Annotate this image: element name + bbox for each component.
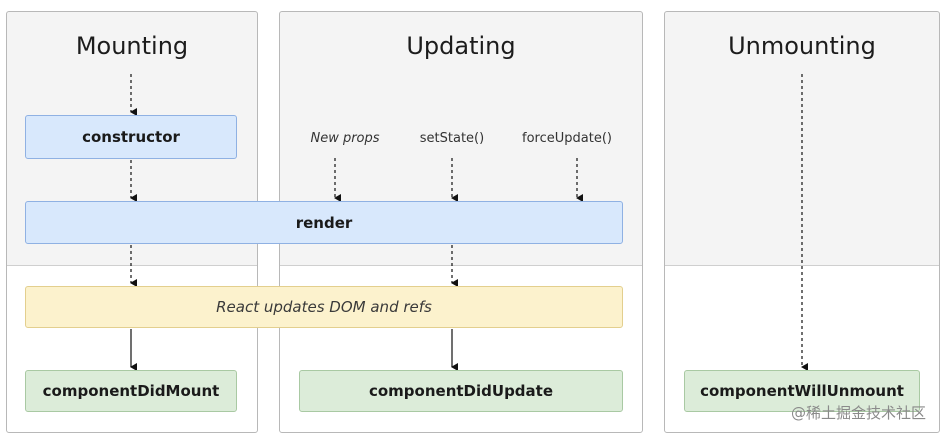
component-will-unmount-box: componentWillUnmount — [684, 370, 920, 412]
render-box: render — [25, 201, 623, 244]
constructor-box: constructor — [25, 115, 237, 159]
trigger-new-props: New props — [310, 131, 380, 146]
component-did-mount-box: componentDidMount — [25, 370, 237, 412]
watermark: @稀土掘金技术社区 — [790, 404, 926, 422]
unmounting-title: Unmounting — [728, 32, 876, 60]
mounting-title: Mounting — [75, 32, 189, 60]
component-did-update-box: componentDidUpdate — [299, 370, 623, 412]
trigger-set-state: setState() — [419, 131, 485, 146]
dom-refs-box: React updates DOM and refs — [25, 286, 623, 328]
updating-title: Updating — [406, 32, 516, 60]
trigger-force-update: forceUpdate() — [522, 131, 612, 146]
